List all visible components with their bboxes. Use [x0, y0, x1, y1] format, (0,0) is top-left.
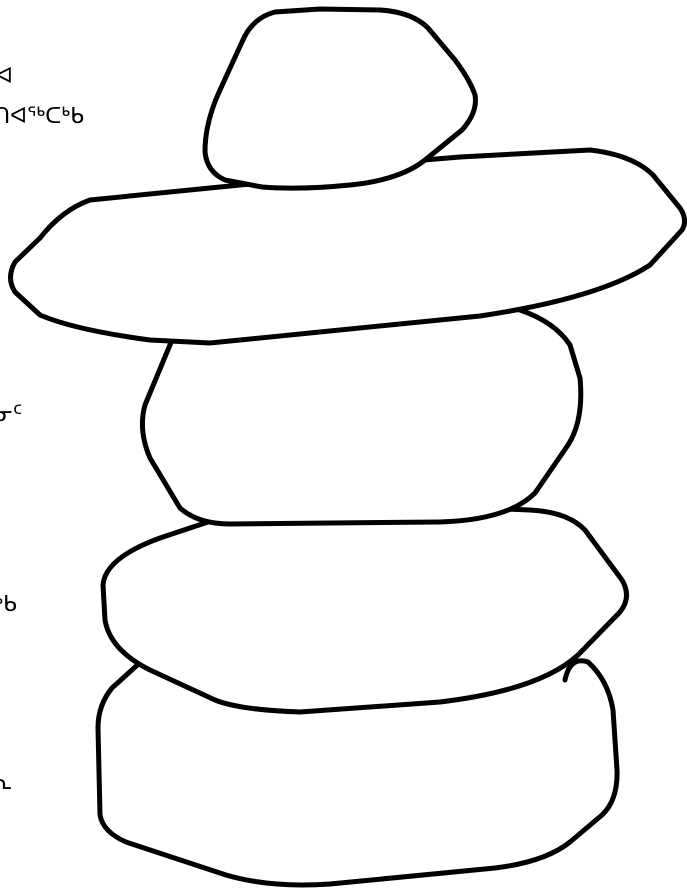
inuksuk-page: ᐊ ᑎᐊᖅᑕᒃᑲ ᓂᑦ ᒃᑲ ᕆ	[0, 0, 687, 890]
inuksuk-illustration	[0, 0, 687, 890]
